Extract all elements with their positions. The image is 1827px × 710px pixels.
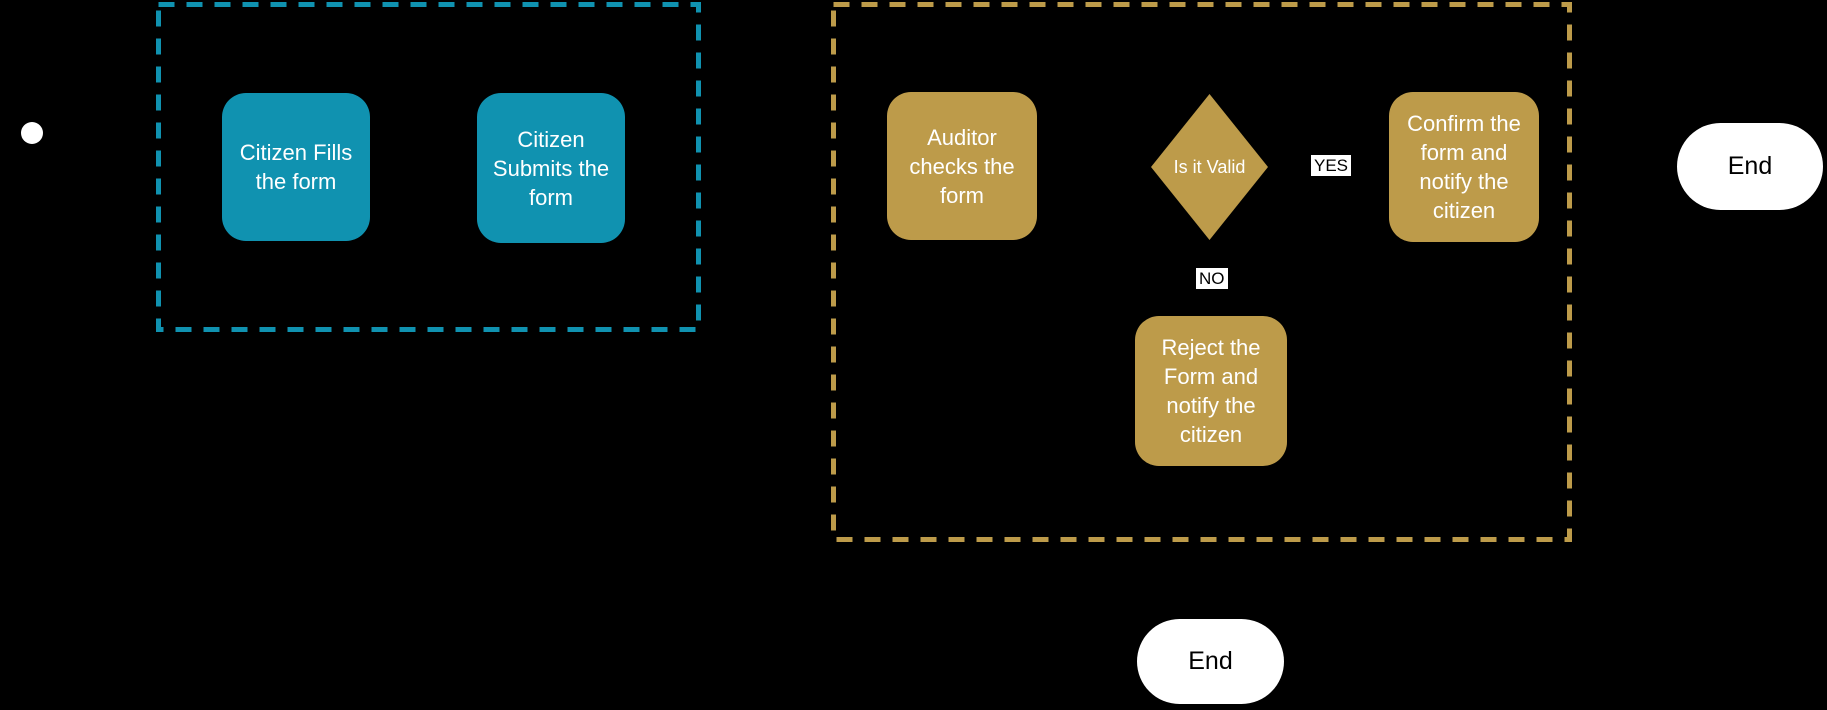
citizen-lane-boundary[interactable] <box>156 2 701 332</box>
task-citizen-submits-label: Citizen Submits the form <box>492 126 610 210</box>
task-reject-notify[interactable]: Reject the Form and notify the citizen <box>1135 316 1287 466</box>
decision-is-it-valid[interactable]: Is it Valid <box>1151 94 1268 240</box>
end-node-right[interactable]: End <box>1677 123 1823 210</box>
task-confirm-notify[interactable]: Confirm the form and notify the citizen <box>1389 92 1539 242</box>
end-node-bottom[interactable]: End <box>1137 619 1284 704</box>
auditor-lane-boundary[interactable] <box>831 2 1572 542</box>
end-node-bottom-label: End <box>1188 647 1233 675</box>
edge-label-no: NO <box>1196 268 1228 289</box>
task-auditor-checks[interactable]: Auditor checks the form <box>887 92 1037 240</box>
edge-label-yes: YES <box>1311 155 1352 176</box>
task-confirm-notify-label: Confirm the form and notify the citizen <box>1407 111 1521 223</box>
task-citizen-fills[interactable]: Citizen Fills the form <box>222 93 370 241</box>
end-node-right-label: End <box>1727 152 1773 180</box>
task-auditor-checks-label: Auditor checks the form <box>909 124 1015 208</box>
task-reject-notify-label: Reject the Form and notify the citizen <box>1161 335 1261 447</box>
decision-label: Is it Valid <box>1173 157 1246 177</box>
start-event-icon[interactable] <box>21 122 43 144</box>
task-citizen-submits[interactable]: Citizen Submits the form <box>477 93 625 243</box>
task-citizen-fills-label: Citizen Fills the form <box>239 140 353 194</box>
diamond-shape-icon <box>1151 94 1268 240</box>
